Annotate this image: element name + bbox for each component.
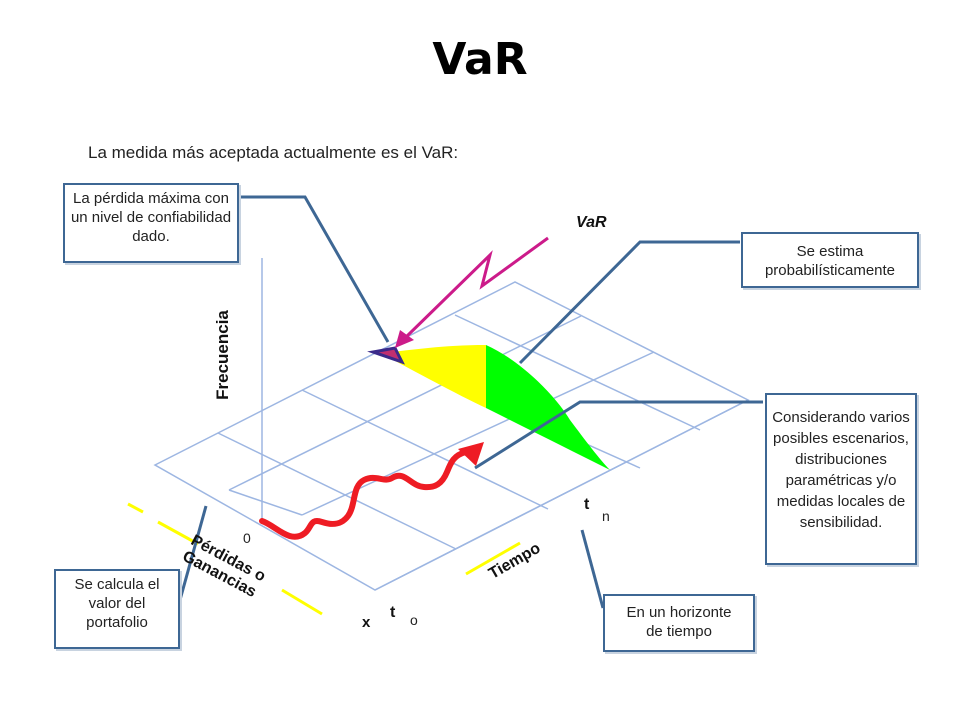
t0-subscript: o: [410, 612, 418, 628]
connector-scenarios: [474, 400, 763, 470]
callout-max-loss-text: La pérdida máxima con un nivel de confia…: [70, 190, 232, 245]
callout-connectors: [178, 195, 763, 609]
var-arrow: [403, 236, 549, 340]
pnl-axis-marker-1: [127, 502, 144, 514]
callout-scenarios: Considerando varios posibles escenarios,…: [765, 393, 917, 565]
callout-horizon: En un horizonte de tiempo: [603, 594, 755, 652]
connector-portfolio: [178, 505, 208, 601]
zero-label: 0: [243, 530, 251, 546]
slide-title: VaR: [432, 34, 528, 85]
x-label: x: [362, 614, 371, 631]
callout-portfolio: Se calcula el valor del portafolio: [54, 569, 180, 649]
var-label: VaR: [576, 214, 607, 231]
intro-text: La medida más aceptada actualmente es el…: [88, 143, 459, 162]
callout-max-loss: La pérdida máxima con un nivel de confia…: [63, 183, 239, 263]
tn-label: t: [584, 496, 590, 513]
portfolio-arrowhead: [458, 442, 484, 466]
callout-horizon-text: En un horizonte de tiempo: [626, 604, 732, 640]
var-tail-region: [367, 346, 405, 365]
callout-scenarios-text: Considerando varios posibles escenarios,…: [772, 409, 910, 531]
callout-estimate-text: Se estima probabilísticamente: [764, 243, 896, 279]
grid-plane: [153, 281, 750, 591]
time-axis-marker: [465, 541, 521, 576]
callout-estimate: Se estima probabilísticamente: [741, 232, 919, 288]
connector-horizon: [580, 529, 605, 609]
connector-estimate: [518, 240, 740, 365]
grid-line-2: [301, 351, 655, 516]
pnl-axis-marker-3: [281, 588, 323, 616]
connector-max-loss: [240, 195, 390, 343]
grid-line-8: [454, 314, 701, 431]
grid-line-1: [228, 315, 582, 491]
pnl-axis-marker-2: [157, 520, 199, 546]
grid-line-5: [217, 432, 457, 550]
distribution-green: [486, 345, 610, 470]
frequency-axis-label: Frecuencia: [212, 310, 232, 400]
callout-portfolio-text: Se calcula el valor del portafolio: [74, 576, 160, 631]
portfolio-path: [259, 449, 469, 540]
var-arrowhead: [395, 330, 414, 348]
t0-label: t: [390, 604, 396, 621]
tn-subscript: n: [602, 508, 610, 524]
distribution-yellow: [380, 345, 486, 408]
grid-line-4: [228, 489, 303, 516]
grid-line-3: [374, 399, 749, 591]
grid-line-6: [301, 389, 549, 510]
